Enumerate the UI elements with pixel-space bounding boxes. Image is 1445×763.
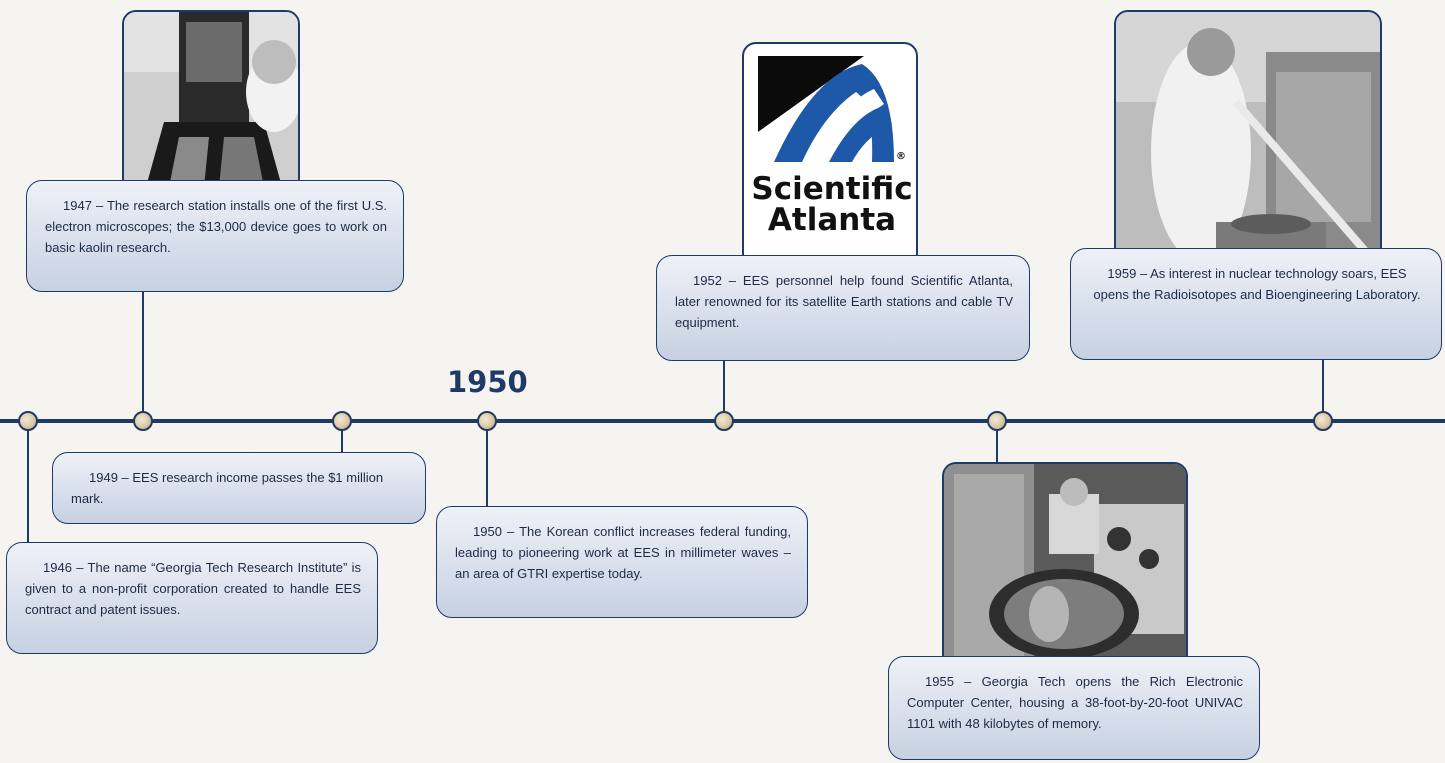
logo-line-2: Atlanta: [768, 202, 896, 238]
registered-mark: ®: [896, 151, 906, 162]
decade-label: 1950: [447, 365, 528, 399]
event-text-1949: 1949 – EES research income passes the $1…: [71, 470, 384, 506]
event-card-1952: 1952 – EES personnel help found Scientif…: [656, 255, 1030, 361]
stem-1955: [996, 421, 998, 465]
event-card-1949: 1949 – EES research income passes the $1…: [52, 452, 426, 524]
timeline-dot-1949: [332, 411, 352, 431]
stem-1959: [1322, 360, 1324, 420]
univac-computer-photo: [942, 462, 1188, 672]
event-text-1959: 1959 – As interest in nuclear technology…: [1093, 266, 1421, 302]
event-text-1952: 1952 – EES personnel help found Scientif…: [675, 273, 1013, 330]
radioisotopes-lab-photo: [1114, 10, 1382, 272]
event-text-1955: 1955 – Georgia Tech opens the Rich Elect…: [907, 674, 1243, 731]
timeline-dot-1947: [133, 411, 153, 431]
timeline-dot-1955: [987, 411, 1007, 431]
event-card-1947: 1947 – The research station installs one…: [26, 180, 404, 292]
scientific-atlanta-logo: ® Scientific Atlanta: [742, 42, 918, 272]
event-card-1950: 1950 – The Korean conflict increases fed…: [436, 506, 808, 618]
stem-1947: [142, 290, 144, 420]
stem-1946: [27, 421, 29, 545]
stem-1952: [723, 360, 725, 420]
stem-1950: [486, 421, 488, 507]
timeline-dot-1959: [1313, 411, 1333, 431]
event-text-1950: 1950 – The Korean conflict increases fed…: [455, 524, 791, 581]
timeline-dot-1950: [477, 411, 497, 431]
logo-line-1: Scientific: [751, 171, 912, 207]
electron-microscope-photo: [122, 10, 300, 192]
timeline-dot-1952: [714, 411, 734, 431]
event-text-1946: 1946 – The name “Georgia Tech Research I…: [25, 560, 361, 617]
event-card-1955: 1955 – Georgia Tech opens the Rich Elect…: [888, 656, 1260, 760]
event-text-1947: 1947 – The research station installs one…: [45, 198, 387, 255]
stem-1949: [341, 421, 343, 465]
timeline-dot-1946: [18, 411, 38, 431]
event-card-1959: 1959 – As interest in nuclear technology…: [1070, 248, 1442, 360]
event-card-1946: 1946 – The name “Georgia Tech Research I…: [6, 542, 378, 654]
